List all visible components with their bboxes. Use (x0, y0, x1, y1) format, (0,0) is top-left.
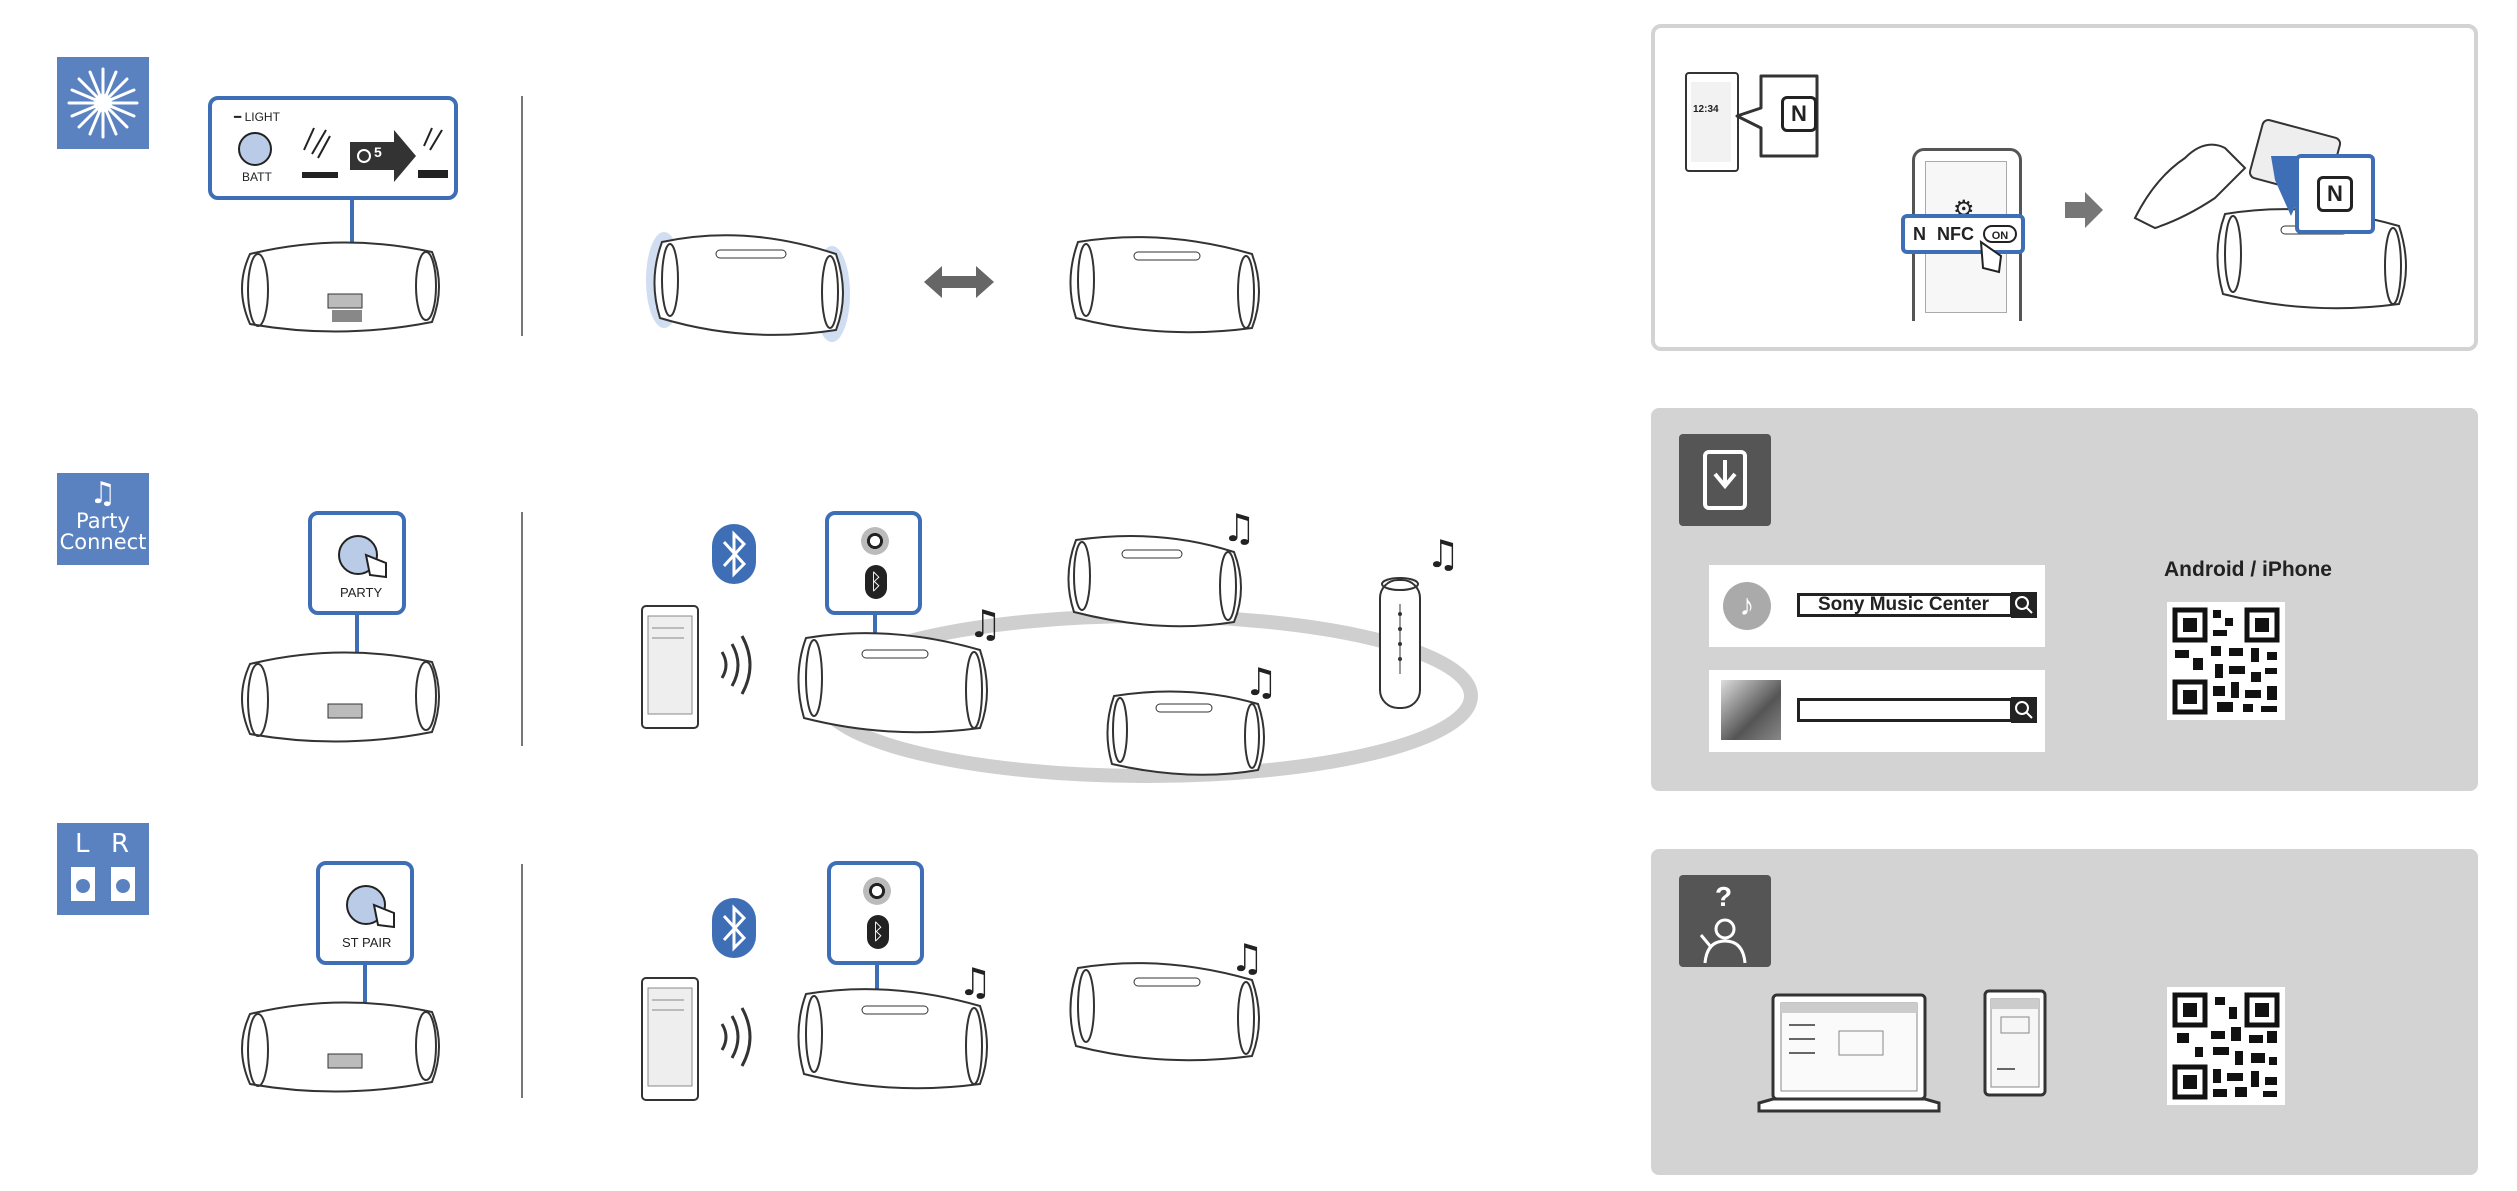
nfc-setting-row[interactable]: N NFC ON (1901, 214, 2025, 254)
nfc-label: NFC (1937, 224, 1974, 244)
badge-r-text: R (111, 829, 130, 859)
signal-waves (720, 1007, 752, 1067)
search-icon[interactable] (2011, 697, 2037, 723)
speaker-unlit (1069, 236, 1260, 334)
bluetooth-button-icon: ᛒ (867, 915, 889, 949)
badge-l-text: L (75, 829, 90, 859)
nfc-toggle[interactable]: ON (1983, 225, 2017, 243)
phone-small: 12:34 (1685, 72, 1739, 172)
app-panel: ♪ Sony Music Center Android / iPhone (1651, 408, 2478, 791)
search-icon[interactable] (2011, 592, 2037, 618)
app-store-row[interactable]: ♪ Sony Music Center (1709, 565, 2045, 647)
music-note-icon: ♫ (1426, 532, 1461, 576)
qr-code-icon (2167, 987, 2285, 1105)
help-panel: ? (1651, 849, 2478, 1175)
nfc-mark-icon: N (1913, 224, 1926, 244)
speaker-rear-party (241, 651, 440, 743)
badge-party-text: Party (76, 509, 130, 533)
light-button[interactable] (238, 132, 272, 166)
album-search-row[interactable] (1709, 670, 2045, 752)
qr-code-icon (2167, 602, 2285, 720)
search-input[interactable]: Sony Music Center (1797, 593, 2013, 617)
platform-label: Android / iPhone (2164, 558, 2332, 581)
party-connect-badge: ♫ Party Connect (57, 473, 149, 565)
search-input[interactable] (1797, 698, 2013, 722)
time-label: 5 (374, 144, 382, 160)
phone-clock: 12:34 (1693, 104, 1719, 115)
divider (521, 864, 523, 1098)
nfc-panel: 12:34 N ⚙ N NFC ON N (1651, 24, 2478, 351)
st-pair-callout: ST PAIR (316, 861, 414, 965)
music-note-icon: ♫ (968, 602, 1003, 646)
speaker-left (797, 988, 988, 1090)
download-icon (1679, 434, 1771, 526)
light-label: ━ LIGHT (234, 110, 280, 124)
alternate-arrow-icon (924, 266, 994, 298)
music-note-icon: ♫ (1230, 936, 1265, 980)
speaker-lit (646, 232, 850, 342)
st-pair-button[interactable] (346, 885, 386, 925)
smartphone (641, 605, 699, 729)
callout-pointer (875, 965, 879, 1005)
bluetooth-button-icon: ᛒ (865, 565, 887, 599)
speaker-guest-1 (1067, 535, 1242, 628)
divider (521, 512, 523, 746)
signal-waves (720, 635, 752, 695)
music-note-icon: ♫ (1244, 660, 1279, 704)
speaker-rear-stpair (241, 1001, 440, 1093)
light-burst-icon (57, 57, 149, 149)
speaker-pair-icon: L R (57, 823, 149, 915)
hand-icon (364, 553, 387, 579)
laptop (1757, 993, 1941, 1113)
bluetooth-icon (712, 524, 756, 584)
bluetooth-icon (712, 898, 756, 958)
divider (521, 96, 523, 336)
album-art (1721, 680, 1781, 740)
bt-callout-party: ᛒ (825, 511, 922, 615)
nfc-mark-icon: N (2317, 176, 2353, 212)
badge-connect-text: Connect (59, 530, 147, 554)
speaker-vertical (1379, 577, 1421, 709)
party-callout: PARTY (308, 511, 406, 615)
help-person-icon: ? (1679, 875, 1771, 967)
music-note-icon: ♫ (89, 476, 117, 511)
smartphone (641, 977, 699, 1101)
light-batt-callout: ━ LIGHT BATT 5 (208, 96, 458, 200)
hand-icon (1979, 239, 2003, 274)
speaker-guest-2 (1106, 690, 1265, 776)
speaker-right (1069, 962, 1260, 1062)
nfc-mark-icon: N (1781, 96, 1817, 132)
bt-callout-stpair: ᛒ (827, 861, 924, 965)
batt-label: BATT (242, 170, 272, 184)
music-note-icon: ♪ (1723, 582, 1771, 630)
st-pair-label: ST PAIR (342, 935, 392, 950)
status-led-icon (863, 877, 891, 905)
music-note-icon: ♫ (1222, 506, 1257, 550)
smartphone (1983, 989, 2047, 1097)
hand-icon (372, 903, 395, 929)
party-label: PARTY (340, 585, 383, 600)
arrow-right-icon (2065, 192, 2103, 228)
party-button[interactable] (338, 535, 378, 575)
speaker-host (797, 632, 988, 734)
nfc-target-callout: N (2295, 154, 2375, 234)
status-led-icon (861, 527, 889, 555)
speaker-rear-light (241, 241, 440, 333)
music-note-icon: ♫ (958, 960, 993, 1004)
